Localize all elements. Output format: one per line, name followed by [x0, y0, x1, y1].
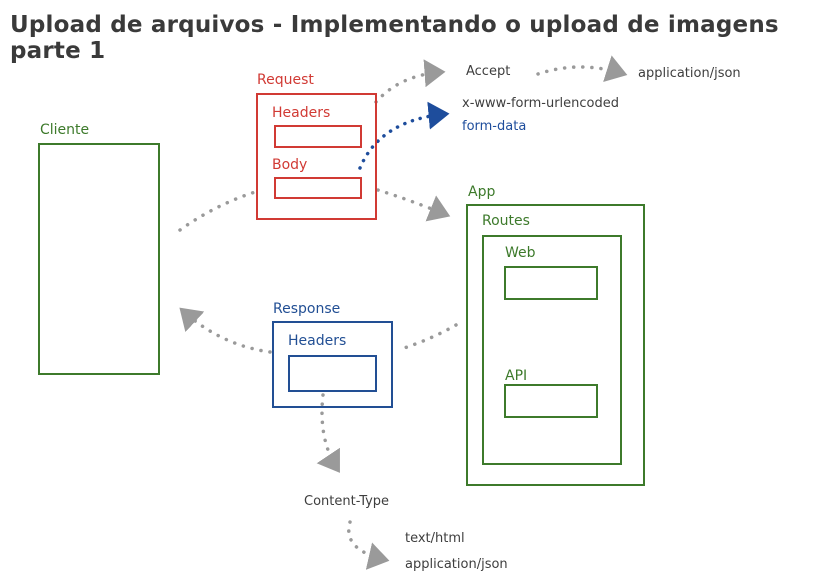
accept-value: application/json — [638, 66, 741, 81]
web-box — [504, 266, 598, 300]
web-label: Web — [505, 245, 536, 261]
content-type-value-html: text/html — [405, 531, 465, 546]
content-type-to-values-arrow — [347, 520, 390, 570]
response-headers-label: Headers — [288, 333, 347, 349]
api-box — [504, 384, 598, 418]
app-label: App — [468, 184, 496, 200]
response-to-content-type-arrow — [316, 393, 340, 473]
client-to-request-connector — [178, 190, 257, 232]
request-body-box — [274, 177, 362, 199]
app-box — [466, 204, 645, 486]
response-label: Response — [273, 301, 341, 317]
form-data-label: form-data — [462, 119, 527, 134]
request-box — [256, 93, 377, 220]
api-label: API — [505, 368, 528, 384]
request-headers-label: Headers — [272, 105, 331, 121]
request-to-accept-arrow — [374, 59, 446, 104]
accept-label: Accept — [466, 64, 511, 79]
request-label: Request — [257, 72, 314, 88]
response-headers-box — [288, 355, 377, 392]
content-type-value-json: application/json — [405, 557, 508, 572]
request-headers-box — [274, 125, 362, 148]
routes-box — [482, 235, 622, 465]
content-type-label: Content-Type — [304, 494, 390, 509]
body-to-form-data-arrow — [358, 101, 450, 170]
accept-to-value-arrow — [536, 55, 628, 83]
client-label: Cliente — [40, 122, 90, 138]
client-box — [38, 143, 160, 375]
request-to-app-arrow — [376, 188, 451, 222]
urlencoded-label: x-www-form-urlencoded — [462, 96, 620, 111]
request-body-label: Body — [272, 157, 308, 173]
response-box — [272, 321, 393, 408]
response-to-client-arrow — [179, 307, 272, 354]
page-title: Upload de arquivos - Implementando o upl… — [10, 12, 779, 64]
routes-label: Routes — [482, 213, 530, 229]
app-to-response-connector — [396, 323, 458, 352]
